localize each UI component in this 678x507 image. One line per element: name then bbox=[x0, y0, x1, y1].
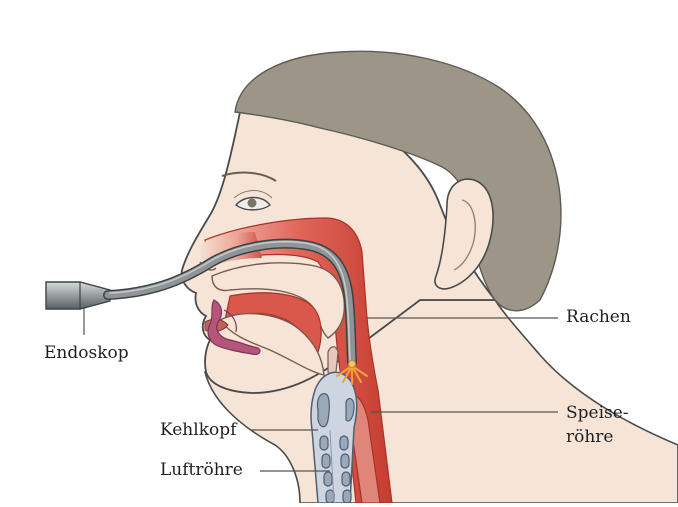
trachea-ring bbox=[322, 454, 330, 468]
endoscope-handle bbox=[46, 282, 110, 309]
endoscope-tip bbox=[349, 361, 356, 368]
label-endoskop: Endoskop bbox=[44, 343, 129, 363]
epiglottis bbox=[328, 347, 338, 375]
trachea-ring bbox=[326, 490, 334, 503]
trachea-ring bbox=[324, 472, 332, 486]
vocal-fold-left bbox=[317, 394, 329, 427]
label-speiseroehre-line1: Speise- bbox=[566, 403, 629, 423]
label-speiseroehre-line2: röhre bbox=[566, 427, 614, 447]
trachea-ring bbox=[320, 436, 328, 450]
label-luftroehre: Luftröhre bbox=[160, 460, 243, 480]
trachea-ring bbox=[342, 472, 350, 486]
eye-iris bbox=[248, 199, 257, 208]
trachea-ring bbox=[343, 490, 351, 503]
trachea-ring bbox=[340, 436, 348, 450]
trachea-ring bbox=[341, 454, 349, 468]
label-kehlkopf: Kehlkopf bbox=[160, 420, 236, 440]
label-rachen: Rachen bbox=[566, 307, 631, 327]
